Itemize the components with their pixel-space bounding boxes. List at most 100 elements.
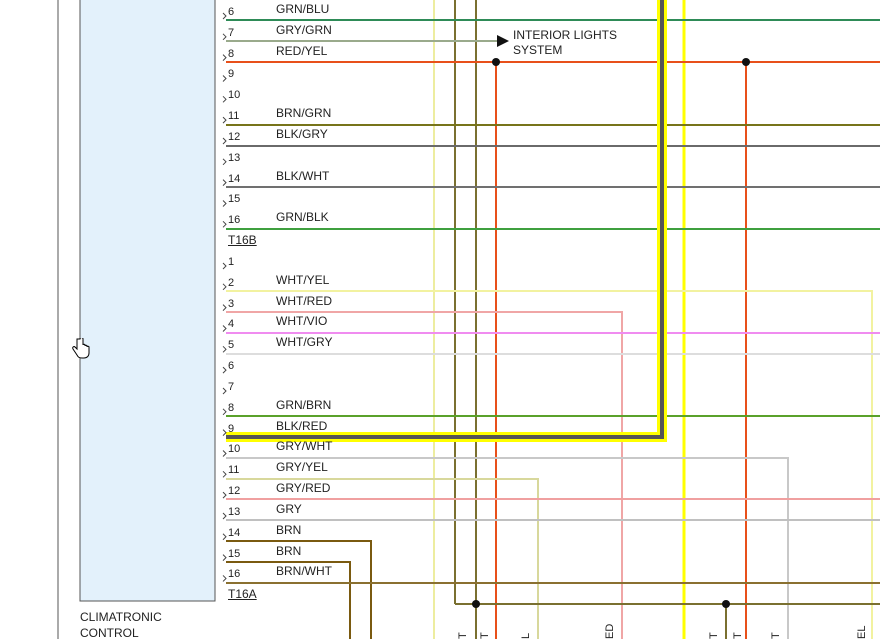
wire-color-label: GRY/YEL <box>276 460 328 475</box>
pin-tick <box>222 220 227 228</box>
pin-number: 9 <box>228 68 235 81</box>
module-label-line1: CLIMATRONIC <box>80 610 162 624</box>
vertical-wire-label: T <box>479 632 491 639</box>
pin-number: 9 <box>228 422 235 435</box>
connector-label-t16b: T16B <box>228 233 257 247</box>
wire-color-label: BLK/RED <box>276 418 328 433</box>
pin-number: 14 <box>228 172 241 185</box>
splice-dot <box>722 600 730 608</box>
pin-number: 13 <box>228 151 241 164</box>
pin-number: 6 <box>228 360 235 373</box>
pin-number: 10 <box>228 443 241 456</box>
wire-color-label: GRY/WHT <box>276 439 333 454</box>
pin-number: 11 <box>228 110 240 123</box>
wire-gry-yel <box>226 478 539 639</box>
vertical-wire-label: T <box>457 632 469 639</box>
wire-color-label: GRN/BRN <box>276 397 332 412</box>
wire-gry-wht <box>226 457 789 639</box>
pin-number: 4 <box>228 318 235 331</box>
pin-tick <box>222 12 227 20</box>
pin-tick <box>222 512 227 520</box>
wire-color-label: BLK/GRY <box>276 126 328 141</box>
pin-number: 15 <box>228 547 241 560</box>
vertical-wire-label: EL <box>856 625 868 639</box>
pin-number: 16 <box>228 214 241 227</box>
pin-tick <box>222 345 227 353</box>
wire-color-label: GRN/BLK <box>276 210 329 225</box>
vertical-wire-label: T <box>770 632 782 639</box>
pin-number: 7 <box>228 26 235 39</box>
pin-tick <box>222 554 227 561</box>
wire-color-label: BLK/WHT <box>276 168 330 183</box>
interior-lights-label-line1: INTERIOR LIGHTS <box>513 28 618 42</box>
wire-color-label: BRN <box>276 522 302 537</box>
vertical-wires <box>433 0 747 639</box>
wire-color-label: WHT/YEL <box>276 272 330 287</box>
wire-color-label: BRN <box>276 543 302 558</box>
wire-blk-red <box>226 0 664 439</box>
pin-tick <box>222 387 227 395</box>
pin-tick <box>222 95 227 103</box>
pin-tick <box>222 408 227 416</box>
pin-number: 8 <box>228 47 235 60</box>
horizontal-wires <box>226 19 880 639</box>
splice-dot <box>742 58 750 66</box>
climatronic-module <box>79 0 216 602</box>
wire-brn-14 <box>226 540 372 639</box>
pin-number: 13 <box>228 505 241 518</box>
pin-number: 14 <box>228 526 241 539</box>
wire-color-label: GRY/GRN <box>276 22 332 37</box>
pin-number: 5 <box>228 339 235 352</box>
pin-number: 6 <box>228 6 235 18</box>
pin-number: 8 <box>228 401 235 414</box>
pin-number: 3 <box>228 297 235 310</box>
vertical-wire-label: ED <box>604 623 616 639</box>
splice-dot <box>492 58 500 66</box>
pin-tick <box>222 283 227 291</box>
pin-number: 11 <box>228 464 240 477</box>
pin-tick <box>222 366 227 374</box>
pin-tick <box>222 262 227 270</box>
wire-color-label: WHT/VIO <box>276 314 328 329</box>
pin-number: 16 <box>228 568 241 581</box>
pin-tick <box>222 450 227 457</box>
pin-number: 15 <box>228 193 241 206</box>
pin-number: 12 <box>228 130 241 143</box>
pin-number: 12 <box>228 485 241 498</box>
highlighted-circuit <box>226 0 667 442</box>
wire-color-label: GRY <box>276 501 302 516</box>
pin-tick <box>222 325 227 332</box>
pin-tick <box>222 33 227 41</box>
pin-tick <box>222 533 227 541</box>
vertical-wire-label: T <box>708 632 720 639</box>
module-label-line2: CONTROL <box>80 626 139 640</box>
pin-tick <box>222 116 227 124</box>
vertical-wire-label: L <box>520 632 532 639</box>
wire-color-label: WHT/GRY <box>276 335 333 350</box>
splice-dot <box>472 600 480 608</box>
interior-lights-label-line2: SYSTEM <box>513 43 563 57</box>
pin-tick <box>222 429 227 436</box>
pin-tick <box>222 54 227 62</box>
pin-number: 2 <box>228 276 235 289</box>
pin-tick <box>222 179 227 186</box>
wire-color-label: RED/YEL <box>276 43 328 58</box>
wire-color-label: GRY/RED <box>276 481 331 496</box>
hand-cursor-icon <box>72 338 90 359</box>
splices <box>472 58 750 608</box>
pin-tick <box>222 158 227 166</box>
pin-tick <box>222 304 227 312</box>
wire-wht-red <box>226 311 623 639</box>
pin-tick <box>222 470 227 478</box>
arrow-icon <box>497 35 509 47</box>
pin-number: 10 <box>228 89 241 102</box>
wire-color-label: WHT/RED <box>276 293 332 308</box>
connector-label-t16a: T16A <box>228 587 257 601</box>
pin-tick <box>222 491 227 499</box>
wire-brn-15 <box>226 561 351 639</box>
wire-color-label: GRN/BLU <box>276 2 330 16</box>
pin-tick <box>222 75 227 82</box>
pin-ticks <box>222 12 227 582</box>
pin-number: 7 <box>228 380 235 393</box>
